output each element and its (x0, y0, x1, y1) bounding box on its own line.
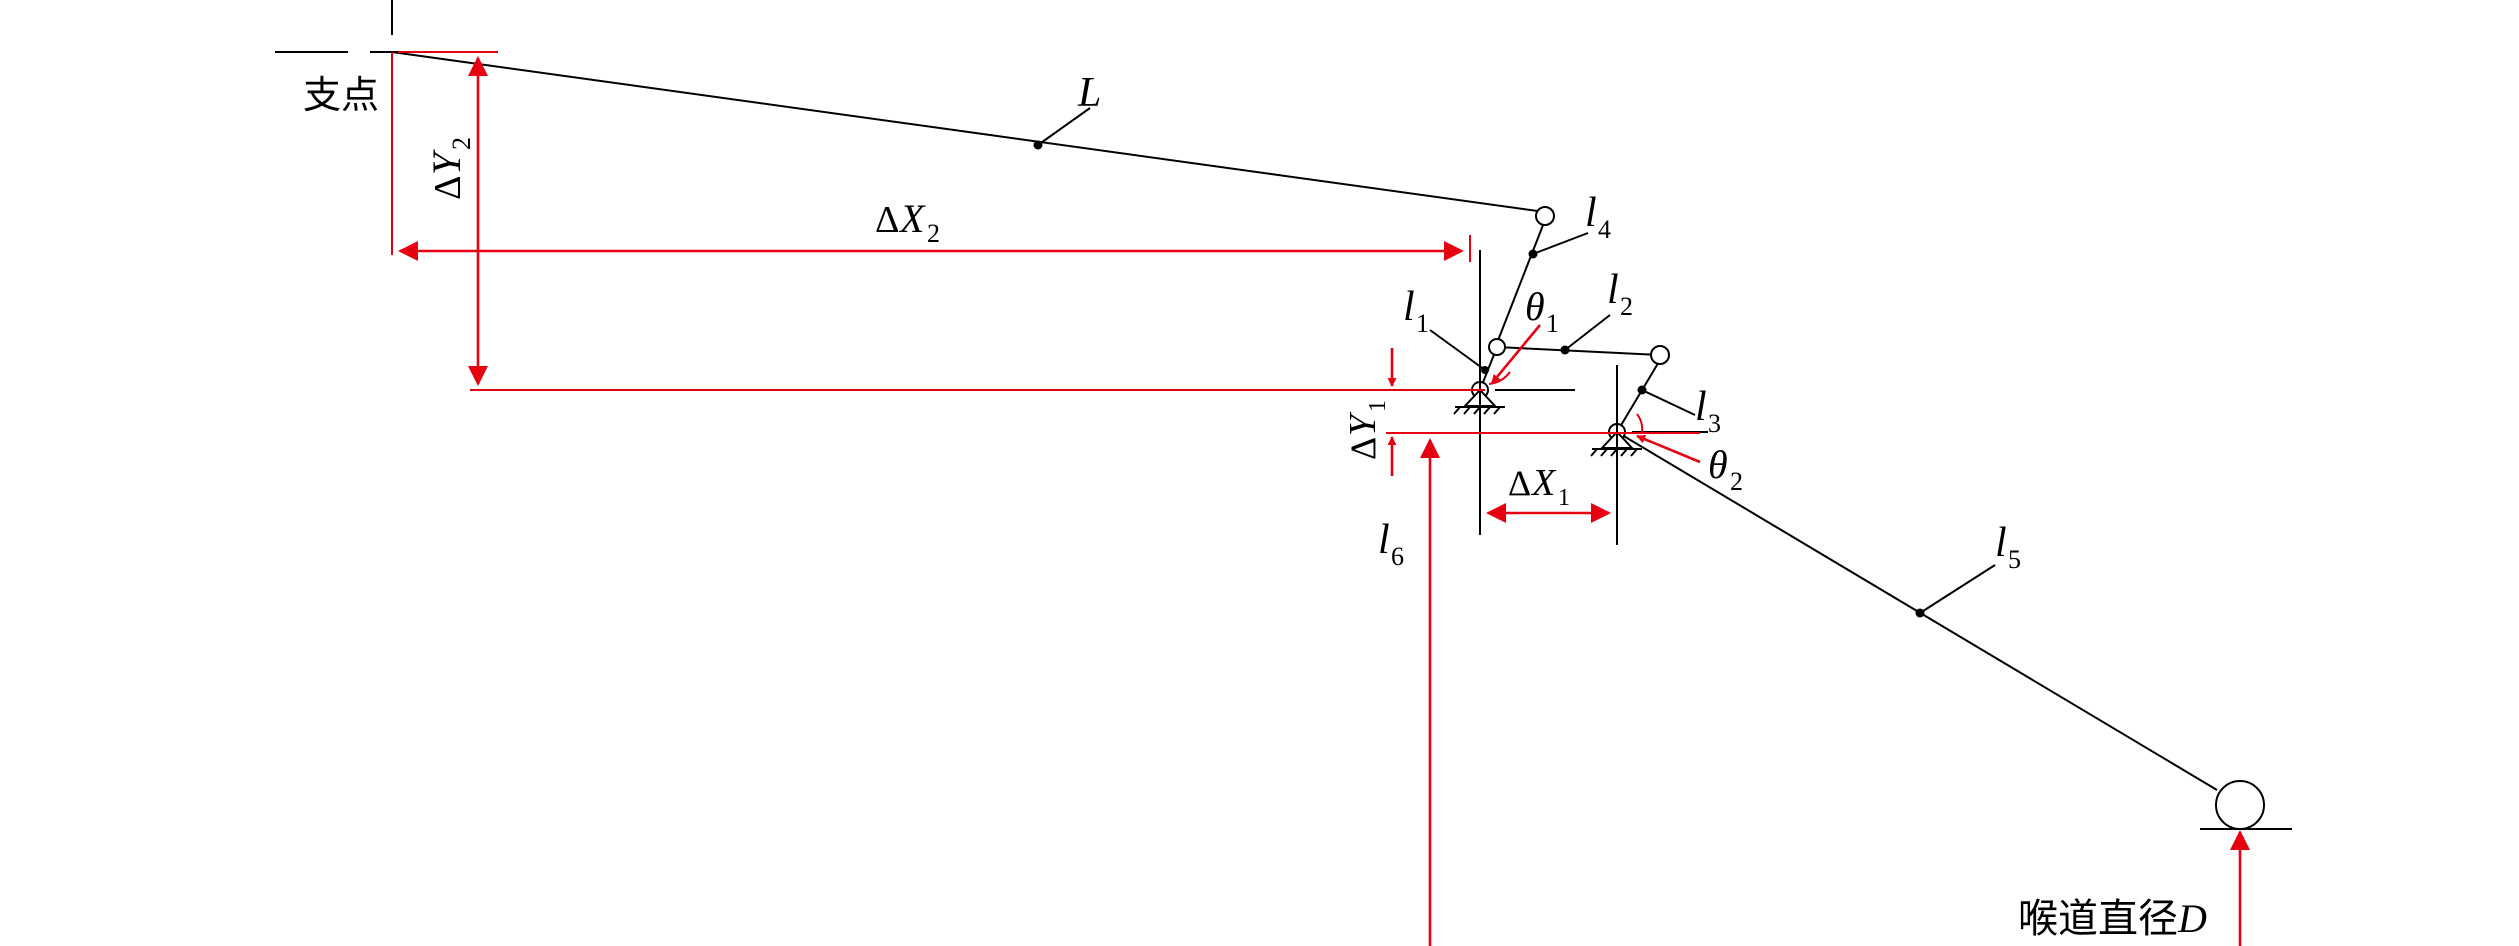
fulcrum-label: 支点 (303, 75, 379, 117)
svg-text:l: l (1378, 517, 1390, 563)
label-theta2: θ 2 (1708, 442, 1743, 496)
svg-text:喉道直径: 喉道直径 (2018, 896, 2178, 941)
svg-text:l: l (1695, 384, 1707, 430)
svg-text:2: 2 (1620, 292, 1633, 321)
label-throat-diameter: 喉道直径 D (2018, 896, 2207, 941)
svg-text:1: 1 (1365, 400, 1391, 412)
label-dy1: Δ Y 1 (1342, 400, 1391, 460)
svg-text:5: 5 (2008, 545, 2021, 574)
angle-theta1 (1488, 324, 1542, 385)
fulcrum-mark (275, 0, 498, 53)
label-L: L (1077, 70, 1101, 116)
svg-text:Δ: Δ (427, 176, 469, 200)
svg-text:1: 1 (1416, 309, 1429, 338)
link-l1 (1429, 329, 1498, 391)
label-l3: l 3 (1695, 384, 1721, 438)
svg-text:2: 2 (1730, 467, 1743, 496)
label-l5: l 5 (1995, 520, 2021, 574)
svg-text:Δ: Δ (875, 199, 899, 241)
joint-circles (1471, 206, 1670, 441)
svg-text:l: l (1403, 284, 1415, 330)
svg-text:Δ: Δ (1508, 463, 1531, 503)
svg-text:l: l (1995, 520, 2007, 566)
svg-text:D: D (2177, 896, 2207, 941)
label-dy2: Δ Y 2 (424, 137, 476, 200)
svg-text:Δ: Δ (1343, 437, 1383, 460)
link-l3 (1616, 359, 1696, 433)
svg-text:θ: θ (1708, 442, 1728, 487)
label-l6: l 6 (1378, 517, 1404, 571)
svg-text:l: l (1585, 190, 1597, 236)
angle-theta2 (1636, 413, 1701, 464)
link-l5 (1616, 431, 2218, 791)
label-l4: l 4 (1585, 190, 1611, 244)
link-l4 (1496, 219, 1589, 344)
label-dx1: Δ X 1 (1508, 462, 1570, 511)
svg-text:4: 4 (1598, 215, 1611, 244)
svg-text:Y: Y (424, 149, 469, 175)
svg-text:θ: θ (1525, 284, 1545, 329)
label-theta1: θ 1 (1525, 284, 1559, 338)
svg-text:3: 3 (1708, 409, 1721, 438)
svg-text:6: 6 (1391, 542, 1404, 571)
svg-text:Y: Y (1342, 411, 1384, 436)
svg-text:l: l (1607, 267, 1619, 313)
dimension-dy1 (1386, 348, 1700, 476)
svg-text:1: 1 (1558, 485, 1570, 511)
svg-text:2: 2 (927, 219, 940, 248)
link-l2 (1496, 314, 1661, 356)
link-L (391, 51, 1546, 213)
svg-text:2: 2 (447, 137, 476, 150)
label-dx2: Δ X 2 (875, 196, 940, 248)
label-l2: l 2 (1607, 267, 1633, 321)
dimension-dy2 (398, 51, 1485, 391)
svg-text:X: X (898, 196, 926, 241)
label-l1: l 1 (1403, 284, 1429, 338)
svg-text:X: X (1530, 462, 1557, 504)
dimension-dx2 (391, 52, 1471, 262)
throat-roller (2200, 780, 2292, 830)
svg-text:1: 1 (1546, 309, 1559, 338)
